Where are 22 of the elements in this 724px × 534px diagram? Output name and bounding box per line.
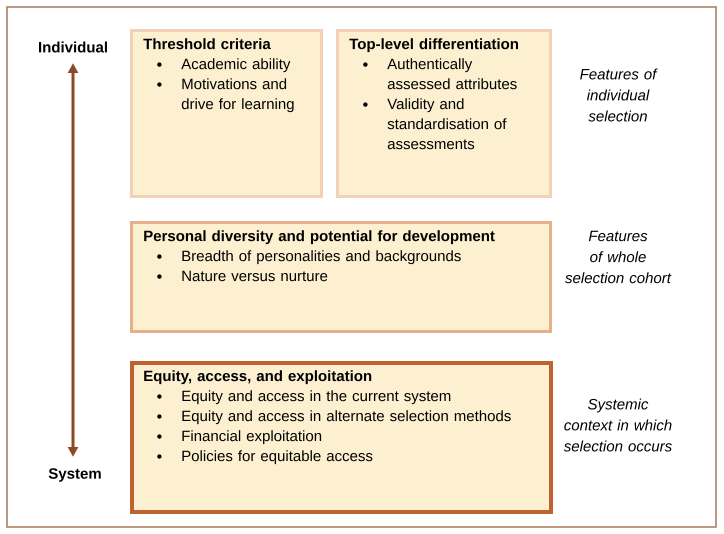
text-box — [130, 29, 323, 198]
node-label: Nature versus nurture — [182, 270, 328, 282]
node-label: Equity, access, and exploitation — [144, 370, 372, 384]
node-label: Motivations and drive for learning — [182, 78, 294, 112]
side-label: Features of whole selection cohort — [565, 230, 672, 284]
node-label: Policies for equitable access — [182, 450, 372, 464]
text-box — [130, 361, 553, 514]
node-label: Top-level differentiation — [349, 38, 518, 52]
node-label: Threshold criteria — [143, 38, 271, 50]
node-label: Academic ability — [181, 58, 290, 72]
side-label: Features of individual selection — [580, 68, 658, 122]
node-label: Equity and access in the current system — [182, 390, 450, 404]
text-box — [130, 221, 552, 333]
node-label: Equity and access in alternate selection methods — [182, 410, 511, 424]
node-label: Validity and standardisation of assessments — [387, 98, 506, 150]
node-label: Financial exploitation — [182, 430, 322, 444]
side-label: System — [48, 468, 101, 482]
node-label: Authentically assessed attributes — [387, 58, 517, 90]
node-label: Personal diversity and potential for development — [144, 230, 495, 244]
text-box — [336, 29, 552, 198]
node-label: Breadth of personalities and backgrounds — [182, 250, 461, 264]
side-label: Individual — [39, 41, 107, 52]
